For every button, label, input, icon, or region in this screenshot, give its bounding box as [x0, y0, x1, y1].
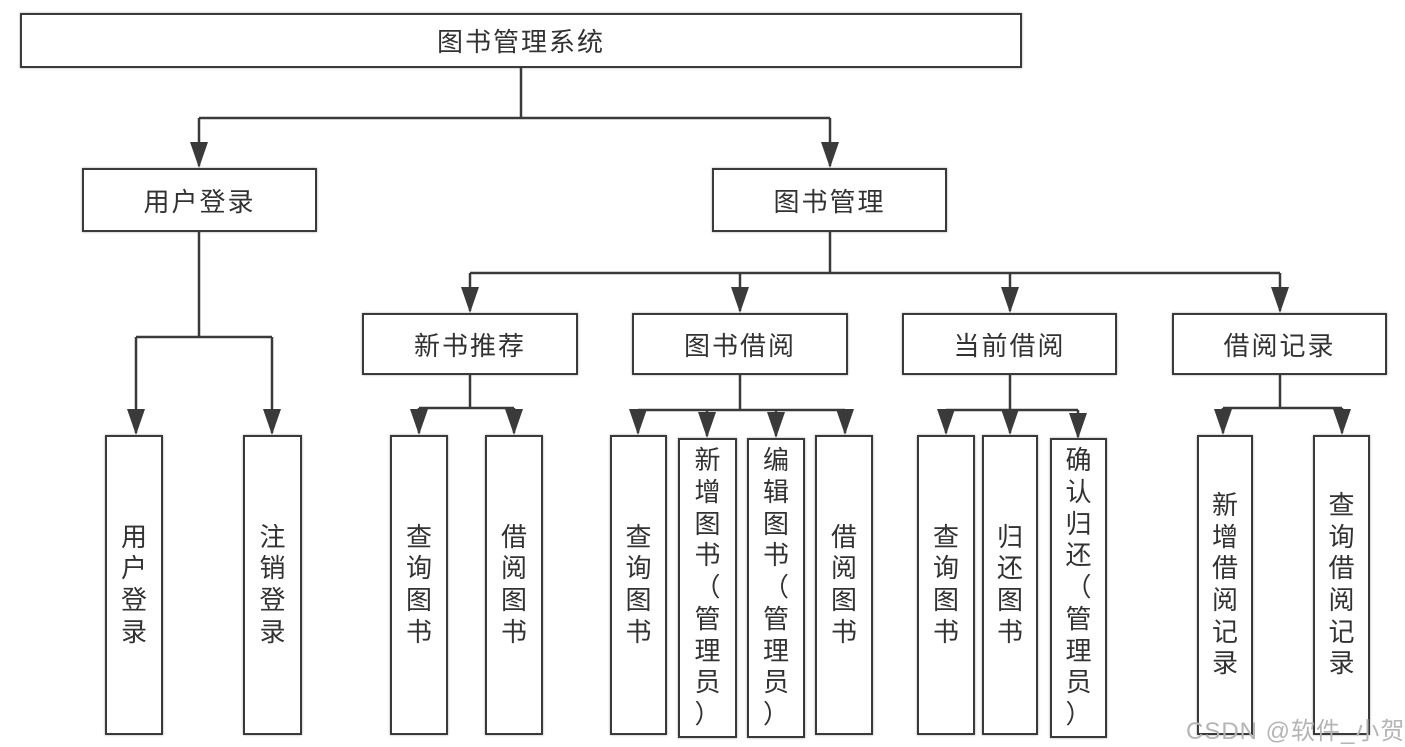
leaf-edit-books-admin: 编辑图书（管理员）	[747, 438, 805, 738]
node-root-system: 图书管理系统	[20, 13, 1022, 68]
leaf-label: 注销登录	[259, 521, 286, 647]
leaf-user-login: 用户登录	[105, 435, 163, 735]
leaf-label: 新增图书（管理员）	[694, 445, 721, 730]
leaf-label: 借阅图书	[500, 521, 527, 647]
leaf-add-borrow-record: 新增借阅记录	[1197, 435, 1253, 735]
node-new-book-recommend: 新书推荐	[362, 313, 578, 375]
leaf-label: 查询借阅记录	[1328, 489, 1355, 679]
leaf-label: 新增借阅记录	[1211, 489, 1238, 679]
leaf-return-books: 归还图书	[982, 435, 1038, 735]
leaf-borrow-books-1: 借阅图书	[485, 435, 543, 735]
leaf-logout: 注销登录	[243, 435, 302, 735]
leaf-query-books-1: 查询图书	[390, 435, 448, 735]
leaf-label: 查询图书	[932, 521, 959, 647]
leaf-confirm-return-admin: 确认归还（管理员）	[1050, 438, 1107, 738]
leaf-label: 查询图书	[405, 521, 432, 647]
csdn-watermark: CSDN @软件_小贺同学	[1186, 718, 1405, 745]
leaf-label: 确认归还（管理员）	[1065, 445, 1092, 730]
leaf-borrow-books-2: 借阅图书	[815, 435, 873, 735]
leaf-label: 编辑图书（管理员）	[762, 445, 789, 730]
node-book-management: 图书管理	[712, 168, 947, 232]
node-current-borrow: 当前借阅	[902, 313, 1117, 375]
leaf-query-books-3: 查询图书	[917, 435, 975, 735]
leaf-query-books-2: 查询图书	[610, 435, 667, 735]
leaf-query-borrow-record: 查询借阅记录	[1313, 435, 1370, 735]
leaf-label: 用户登录	[120, 521, 147, 647]
leaf-label: 归还图书	[996, 521, 1023, 647]
leaf-label: 借阅图书	[830, 521, 857, 647]
node-book-borrow: 图书借阅	[632, 313, 848, 375]
leaf-label: 查询图书	[625, 521, 652, 647]
node-borrow-records: 借阅记录	[1172, 313, 1387, 375]
node-user-login: 用户登录	[82, 168, 317, 232]
leaf-add-books-admin: 新增图书（管理员）	[678, 438, 737, 738]
